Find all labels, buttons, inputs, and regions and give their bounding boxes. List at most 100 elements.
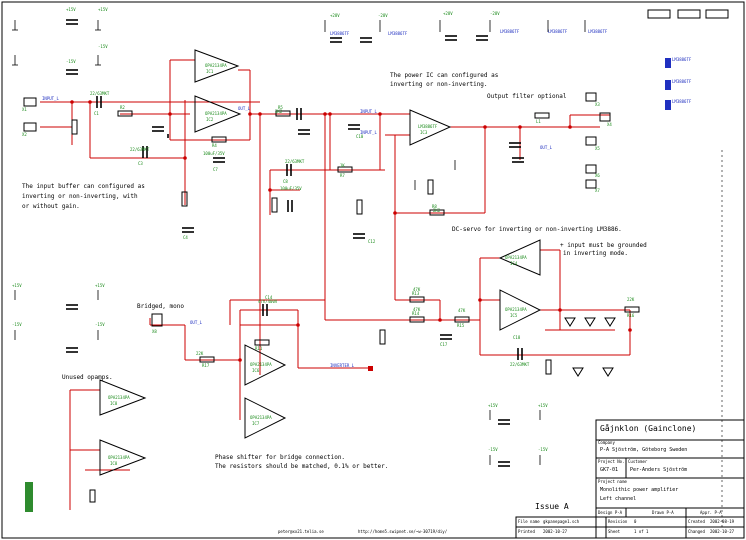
label-r7-value: 1K (340, 163, 345, 168)
signal-wires (40, 59, 631, 510)
label-c7: C7 (213, 167, 218, 172)
r6-resistor-icon (271, 197, 278, 213)
inverter-output-marker (368, 366, 373, 371)
ic5-opamp-triangle-icon (499, 289, 542, 331)
title-block-printed: 2002-10-27 (543, 529, 568, 534)
supply-ic4-neg: -15V (12, 322, 22, 327)
title-block-company-label: Company (598, 440, 615, 445)
label-ic2: IC2 (206, 117, 214, 122)
label-r5-value: 2K2 (275, 109, 283, 114)
label-r7: R7 (340, 173, 345, 178)
title-block-changed-label: Changed (688, 529, 705, 534)
title-block (515, 419, 745, 539)
unused-opamp-1-triangle-icon (99, 379, 147, 416)
label-ic7-type: OPA2134PA (250, 415, 272, 420)
nc-pin-strip-icon (25, 482, 33, 512)
x2-input-connector-icon (23, 122, 37, 132)
x5-output-connector-icon (585, 136, 597, 146)
supply-ic5-pos: +15V (95, 283, 105, 288)
label-r4: R4 (212, 143, 217, 148)
l1-inductor-icon (534, 112, 550, 119)
net-buf-out-l: OUT_L (238, 106, 251, 111)
issue-label: Issue A (535, 502, 569, 511)
r9-resistor-icon (356, 199, 363, 215)
resistors (71, 110, 640, 503)
label-r17: R17 (202, 363, 210, 368)
title-block-printed-label: Printed (518, 529, 535, 534)
r19-resistor-icon (89, 489, 96, 503)
label-c14: C14 (265, 295, 273, 300)
supply-ic6-pos: +15V (488, 403, 498, 408)
label-r15-value: 47K (458, 308, 466, 313)
label-ic5-type: OPA2134PA (505, 307, 527, 312)
supply-ic2-pos: +15V (98, 7, 108, 12)
note-plus-input-line2: in inverting mode. (563, 250, 629, 257)
supply-ic3-pos: +28V (330, 13, 340, 18)
supply-ic1-pos: +15V (66, 7, 76, 12)
r18-resistor-icon (254, 339, 270, 346)
r2-resistor-icon (117, 110, 133, 117)
label-ic8-type: OPA2134PA (108, 395, 130, 400)
title-block-changed: 2002-10-27 (710, 529, 735, 534)
note-power-ic-line2: inverting or non-inverting. (390, 81, 488, 88)
r10-resistor-icon (427, 179, 434, 195)
label-ic8: IC8 (110, 401, 118, 406)
author-email: peter@xx21.telia.se (278, 529, 324, 534)
lm-label-top-4: LM3886TF (548, 29, 568, 34)
note-phase-shifter-line1: Phase shifter for bridge connection. (215, 454, 346, 461)
led-4-icon (572, 367, 584, 377)
title-block-project-name-2: Left channel (600, 496, 637, 502)
lm-pin-block-3-icon (665, 100, 671, 110)
label-r16-value: 22K (627, 297, 635, 302)
label-ic6-type: OPA2134PA (250, 362, 272, 367)
led-5-icon (602, 367, 614, 377)
supply-ic3-neg: -28V (378, 13, 388, 18)
title-block-revision-label: Revision (608, 519, 628, 524)
title-block-created-label: Created (688, 519, 705, 524)
r11-resistor-icon (379, 329, 386, 345)
label-ic2-type: OPA2134PA (205, 111, 227, 116)
label-r15: R15 (457, 323, 465, 328)
title-block-project-name-label: Project name (598, 479, 627, 484)
label-c9-value: 100uF/35V (280, 186, 302, 191)
title-block-project-no-label: Project No. (598, 459, 625, 464)
lm-pin-block-1-icon (665, 58, 671, 68)
label-r17-value: 22K (196, 351, 204, 356)
label-x4: X4 (607, 122, 612, 127)
net-input-l-3: INPUT_L (360, 130, 377, 135)
label-ic6: IC6 (252, 368, 260, 373)
led-1-icon (564, 317, 576, 327)
label-x5: X5 (595, 146, 600, 151)
label-ic4: IC4 (510, 261, 518, 266)
label-c12: C12 (368, 239, 376, 244)
note-phase-shifter-line2: The resistors should be matched, 0.1% or… (215, 463, 389, 470)
lm-pin-label-1: LM3886TF (672, 57, 692, 62)
r15-resistor-icon (454, 316, 470, 323)
label-r8-value: 2K2 (433, 208, 441, 213)
label-c3-value: 22/63MKT (130, 147, 150, 152)
note-power-ic-line1: The power IC can configured as (390, 72, 499, 79)
label-x1: X1 (22, 107, 27, 112)
r13-resistor-icon (409, 296, 425, 303)
r7-resistor-icon (337, 166, 353, 173)
supply-ic6-neg: -15V (488, 447, 498, 452)
lm-label-top-1: LM3886TF (330, 31, 350, 36)
lm-pin-label-2: LM3886TF (672, 79, 692, 84)
title-block-file-label: File name (518, 519, 540, 524)
label-r13: R13 (412, 291, 420, 296)
label-ic8b-type: OPA2134PA (108, 455, 130, 460)
connectors (23, 9, 729, 512)
title-block-customer-label: Customer (628, 459, 648, 464)
label-r8: R8 (432, 204, 437, 209)
supply-symbols (12, 20, 586, 465)
label-c8: C8 (283, 179, 288, 184)
junction-dots (70, 100, 632, 362)
label-r2: R2 (120, 105, 125, 110)
supply-ic5-neg: -15V (95, 322, 105, 327)
opamps (99, 49, 542, 476)
label-r14: R14 (412, 311, 420, 316)
title-block-design: Design P-A (598, 510, 623, 515)
r8-resistor-icon (429, 209, 445, 216)
